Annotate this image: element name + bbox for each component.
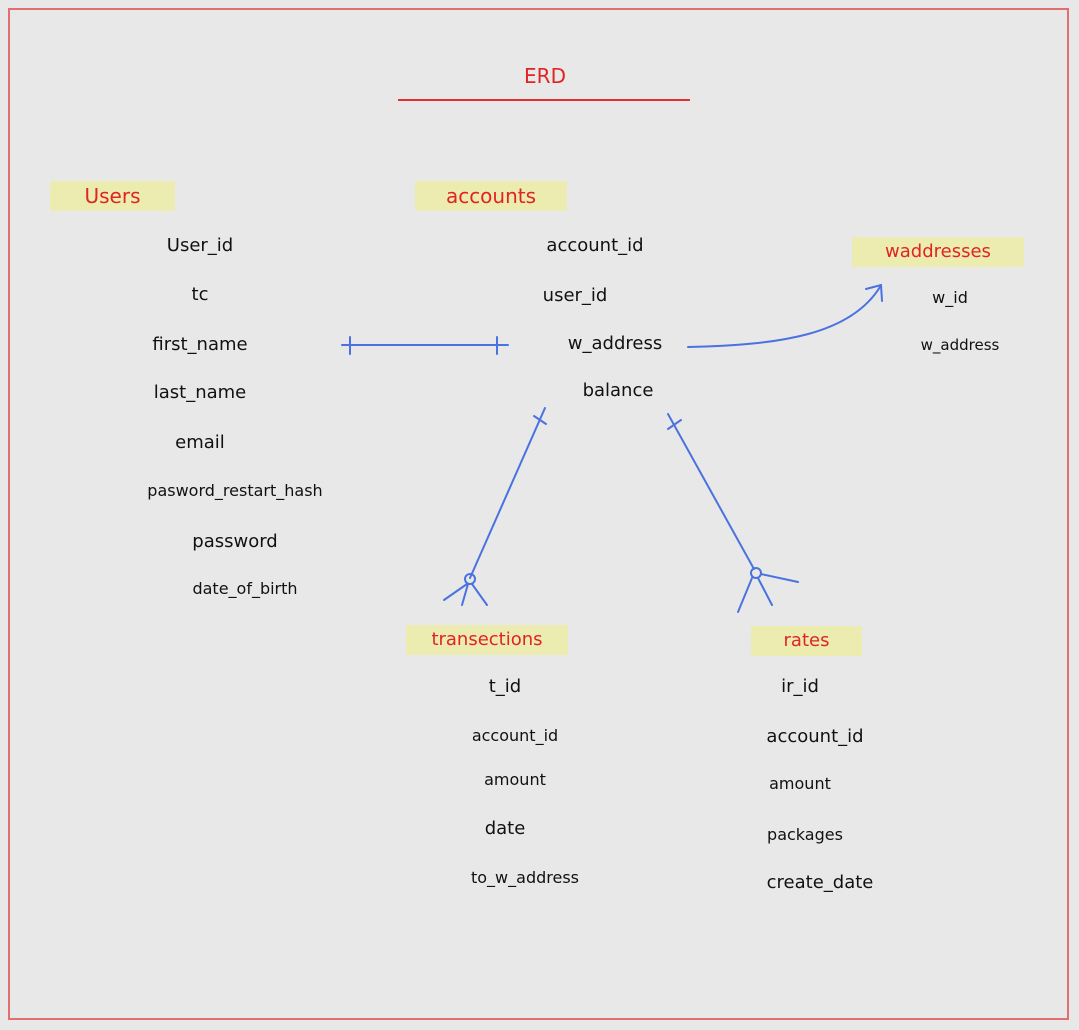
transections-field: account_id	[471, 726, 559, 745]
rates-field: account_id	[766, 726, 864, 747]
users-field: tc	[191, 284, 209, 305]
users-field: first_name	[152, 334, 248, 355]
diagram-frame	[8, 8, 1069, 1020]
entity-rates-header[interactable]: rates	[751, 626, 862, 656]
accounts-field: user_id	[542, 285, 608, 306]
accounts-field: w_address	[567, 333, 663, 354]
waddresses-field: w_address	[920, 336, 1000, 354]
rates-field: create_date	[766, 872, 874, 893]
users-field: User_id	[166, 235, 234, 256]
accounts-field: balance	[582, 380, 654, 401]
users-field: email	[175, 432, 225, 453]
users-field: date_of_birth	[192, 579, 298, 598]
transections-field: to_w_address	[470, 868, 579, 887]
users-field: last_name	[153, 382, 247, 403]
waddresses-field: w_id	[932, 288, 968, 307]
transections-field: t_id	[488, 676, 522, 697]
entity-accounts-header[interactable]: accounts	[415, 181, 567, 211]
diagram-title: ERD	[524, 64, 566, 88]
transections-field: amount	[484, 770, 546, 789]
entity-waddresses-header[interactable]: waddresses	[852, 237, 1024, 267]
transections-field: date	[484, 818, 526, 839]
entity-users-header[interactable]: Users	[50, 181, 175, 211]
users-field: password	[192, 531, 278, 552]
accounts-field: account_id	[546, 235, 644, 256]
users-field: pasword_restart_hash	[147, 481, 323, 500]
rates-field: ir_id	[781, 676, 819, 697]
entity-transections-header[interactable]: transections	[406, 625, 568, 655]
rates-field: amount	[769, 774, 831, 793]
title-underline	[398, 99, 690, 101]
rates-field: packages	[767, 825, 843, 844]
